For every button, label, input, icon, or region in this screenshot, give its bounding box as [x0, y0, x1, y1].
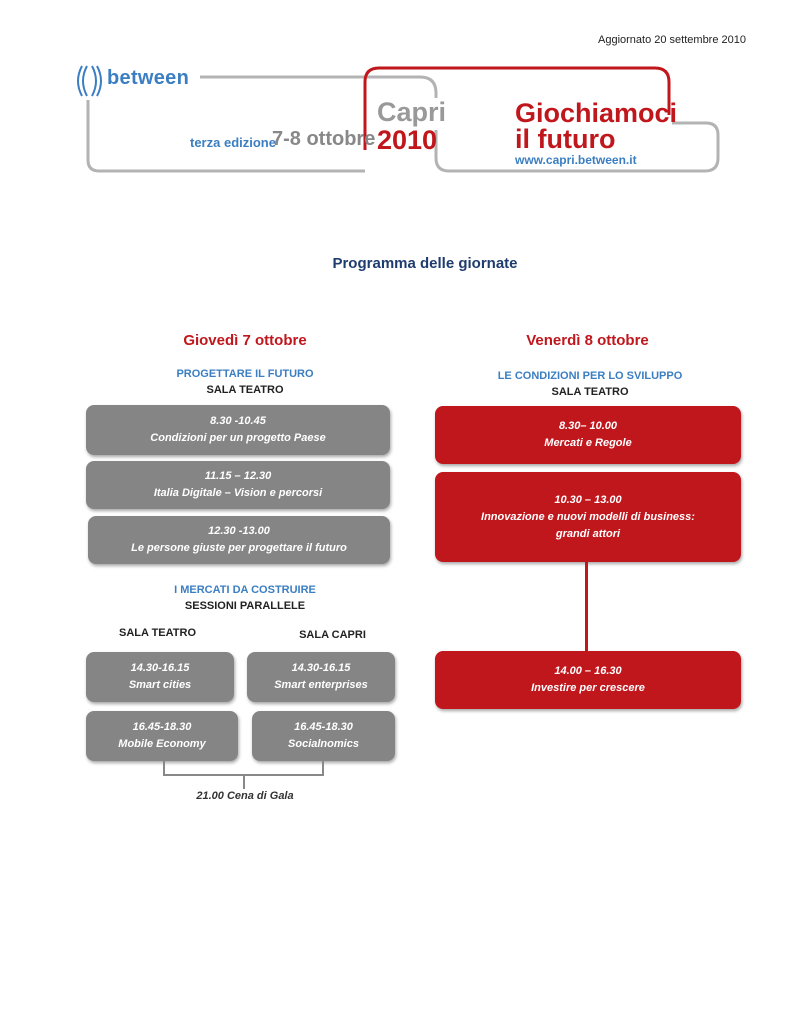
page-title: Programma delle giornate	[332, 255, 518, 272]
slogan-line-1: Giochiamoci	[515, 98, 678, 128]
event-url[interactable]: www.capri.between.it	[515, 153, 637, 167]
session-time: 14.00 – 16.30	[554, 665, 622, 677]
day1-section2-subtitle: SESSIONI PARALLELE	[184, 600, 306, 612]
session-name: Socialnomics	[288, 738, 359, 750]
session-name: Smart cities	[128, 679, 192, 691]
session-time: 8.30 -10.45	[210, 415, 266, 427]
session-name: Mobile Economy	[118, 738, 206, 750]
connector-center	[243, 775, 245, 789]
brand-name: between	[107, 67, 190, 89]
session-name: Le persone giuste per progettare il futu…	[131, 542, 347, 554]
day1-title: Giovedì 7 ottobre	[183, 332, 307, 349]
session-time: 10.30 – 13.00	[554, 493, 622, 506]
event-year: 2010	[377, 125, 438, 155]
between-logo-icon	[77, 65, 102, 97]
parallel-left-2: 16.45-18.30 Mobile Economy	[86, 711, 238, 761]
session-name: Condizioni per un progetto Paese	[150, 432, 326, 444]
day1-session-2: 11.15 – 12.30 Italia Digitale – Vision e…	[86, 461, 390, 509]
session-time: 11.15 – 12.30	[204, 470, 272, 482]
parallel-left-1: 14.30-16.15 Smart cities	[86, 652, 234, 702]
session-time: 14.30-16.15	[130, 662, 190, 674]
session-time: 16.45-18.30	[132, 721, 192, 733]
room-right-label: SALA CAPRI	[299, 629, 366, 641]
day2-session-3: 14.00 – 16.30 Investire per crescere	[435, 651, 741, 709]
day1-session-3: 12.30 -13.00 Le persone giuste per proge…	[88, 516, 390, 564]
session-time: 16.45-18.30	[294, 721, 353, 733]
session-name: Mercati e Regole	[544, 437, 632, 449]
edition-label: terza edizione	[190, 135, 276, 150]
session-name: Smart enterprises	[274, 679, 368, 691]
day2-session-1: 8.30– 10.00 Mercati e Regole	[435, 406, 741, 464]
day2-section-title: LE CONDIZIONI PER LO SVILUPPO	[497, 370, 683, 382]
header-frame	[86, 66, 720, 173]
connector-right	[322, 761, 324, 776]
session-time: 14.30-16.15	[291, 662, 351, 674]
day2-session-2: 10.30 – 13.00 Innovazione e nuovi modell…	[435, 472, 741, 562]
event-city: Capri	[377, 97, 447, 127]
day1-section1-title: PROGETTARE IL FUTURO	[176, 368, 314, 380]
day2-title: Venerdì 8 ottobre	[526, 332, 649, 349]
day1-section2-title: I MERCATI DA COSTRUIRE	[174, 584, 316, 596]
connector-left	[163, 761, 165, 776]
day2-connector	[585, 562, 588, 651]
gala-dinner: 21.00 Cena di Gala	[196, 790, 294, 802]
session-name-line2: grandi attori	[555, 527, 621, 540]
session-name: Investire per crescere	[531, 682, 645, 694]
day1-section1-room: SALA TEATRO	[206, 384, 284, 396]
updated-date: Aggiornato 20 settembre 2010	[598, 34, 746, 46]
session-time: 8.30– 10.00	[558, 420, 618, 432]
slogan-line-2: il futuro	[515, 124, 616, 154]
session-name: Italia Digitale – Vision e percorsi	[153, 487, 323, 499]
session-name: Innovazione e nuovi modelli di business:	[481, 510, 695, 523]
session-time: 12.30 -13.00	[208, 525, 270, 537]
room-left-label: SALA TEATRO	[119, 627, 196, 639]
parallel-right-2: 16.45-18.30 Socialnomics	[252, 711, 395, 761]
event-dates: 7-8 ottobre	[272, 128, 376, 150]
parallel-right-1: 14.30-16.15 Smart enterprises	[247, 652, 395, 702]
day1-session-1: 8.30 -10.45 Condizioni per un progetto P…	[86, 405, 390, 455]
day2-section-room: SALA TEATRO	[551, 386, 629, 398]
